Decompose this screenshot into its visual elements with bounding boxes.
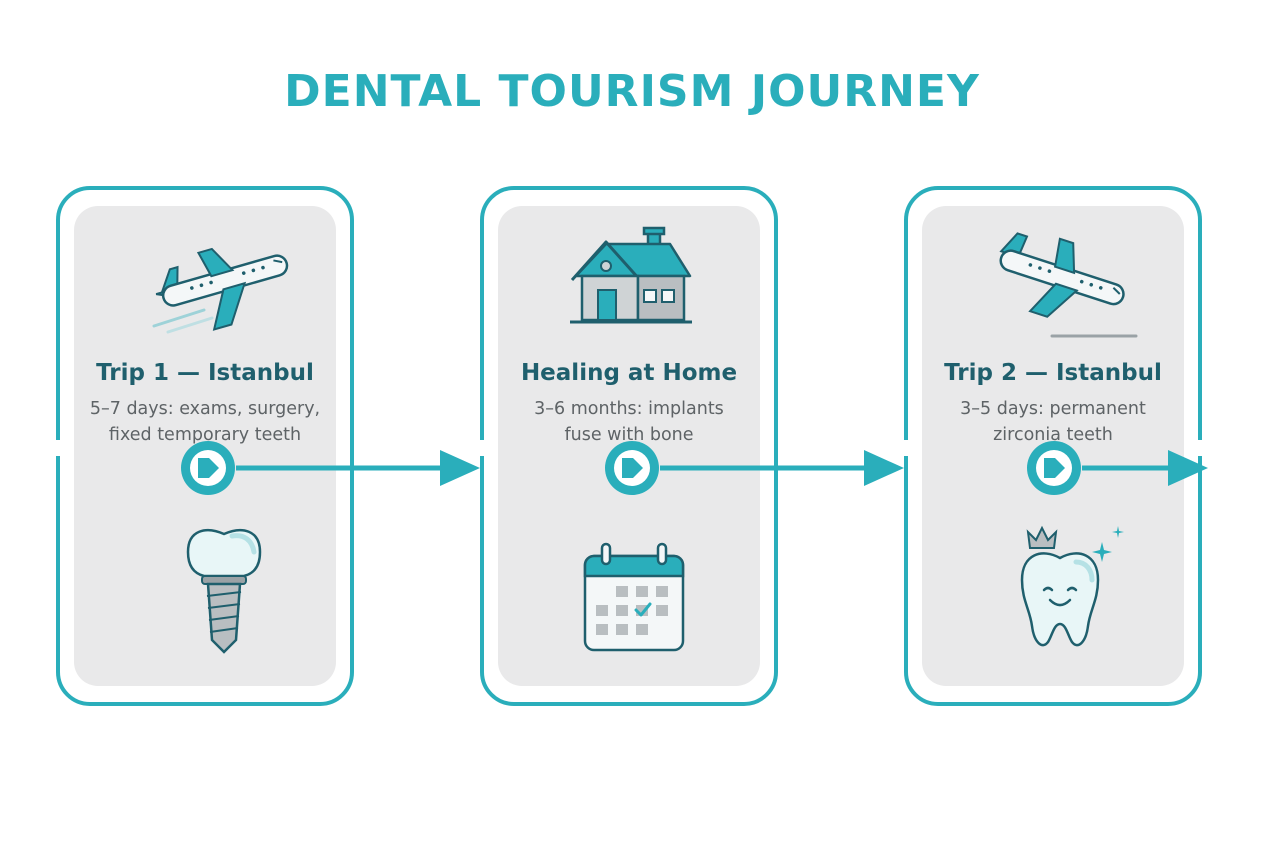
connector-arrow-2 [660,450,904,486]
calendar-icon [583,542,685,652]
card-border-gap [1198,440,1210,456]
connector-arrow-1 [236,450,480,486]
step-description: 3–6 months: implants fuse with bone [534,399,724,445]
step-card-panel: Healing at Home 3–6 months: implants fus… [498,206,760,686]
step-marker-3 [1027,441,1081,495]
step-description: 5–7 days: exams, surgery, fixed temporar… [89,399,321,445]
step-marker-1 [181,441,235,495]
airplane-landing-icon [999,232,1138,338]
step-title: Trip 1 — Istanbul [96,360,314,386]
step-marker-2 [605,441,659,495]
step-title: Trip 2 — Istanbul [944,360,1162,386]
diagram-title: DENTAL TOURISM JOURNEY [284,66,980,117]
smiling-tooth-crown-icon [1020,525,1124,647]
card-border-gap [52,440,64,456]
airplane-takeoff-icon [152,247,289,334]
connector-arrow-3 [1082,450,1208,486]
card-border-gap [476,440,488,456]
house-icon [570,226,692,324]
step-card-healing: Healing at Home 3–6 months: implants fus… [480,186,778,706]
step-description: 3–5 days: permanent zirconia teeth [960,399,1146,445]
card-border-gap [900,440,912,456]
step-title: Healing at Home [520,360,738,386]
dental-implant-icon [186,529,262,654]
